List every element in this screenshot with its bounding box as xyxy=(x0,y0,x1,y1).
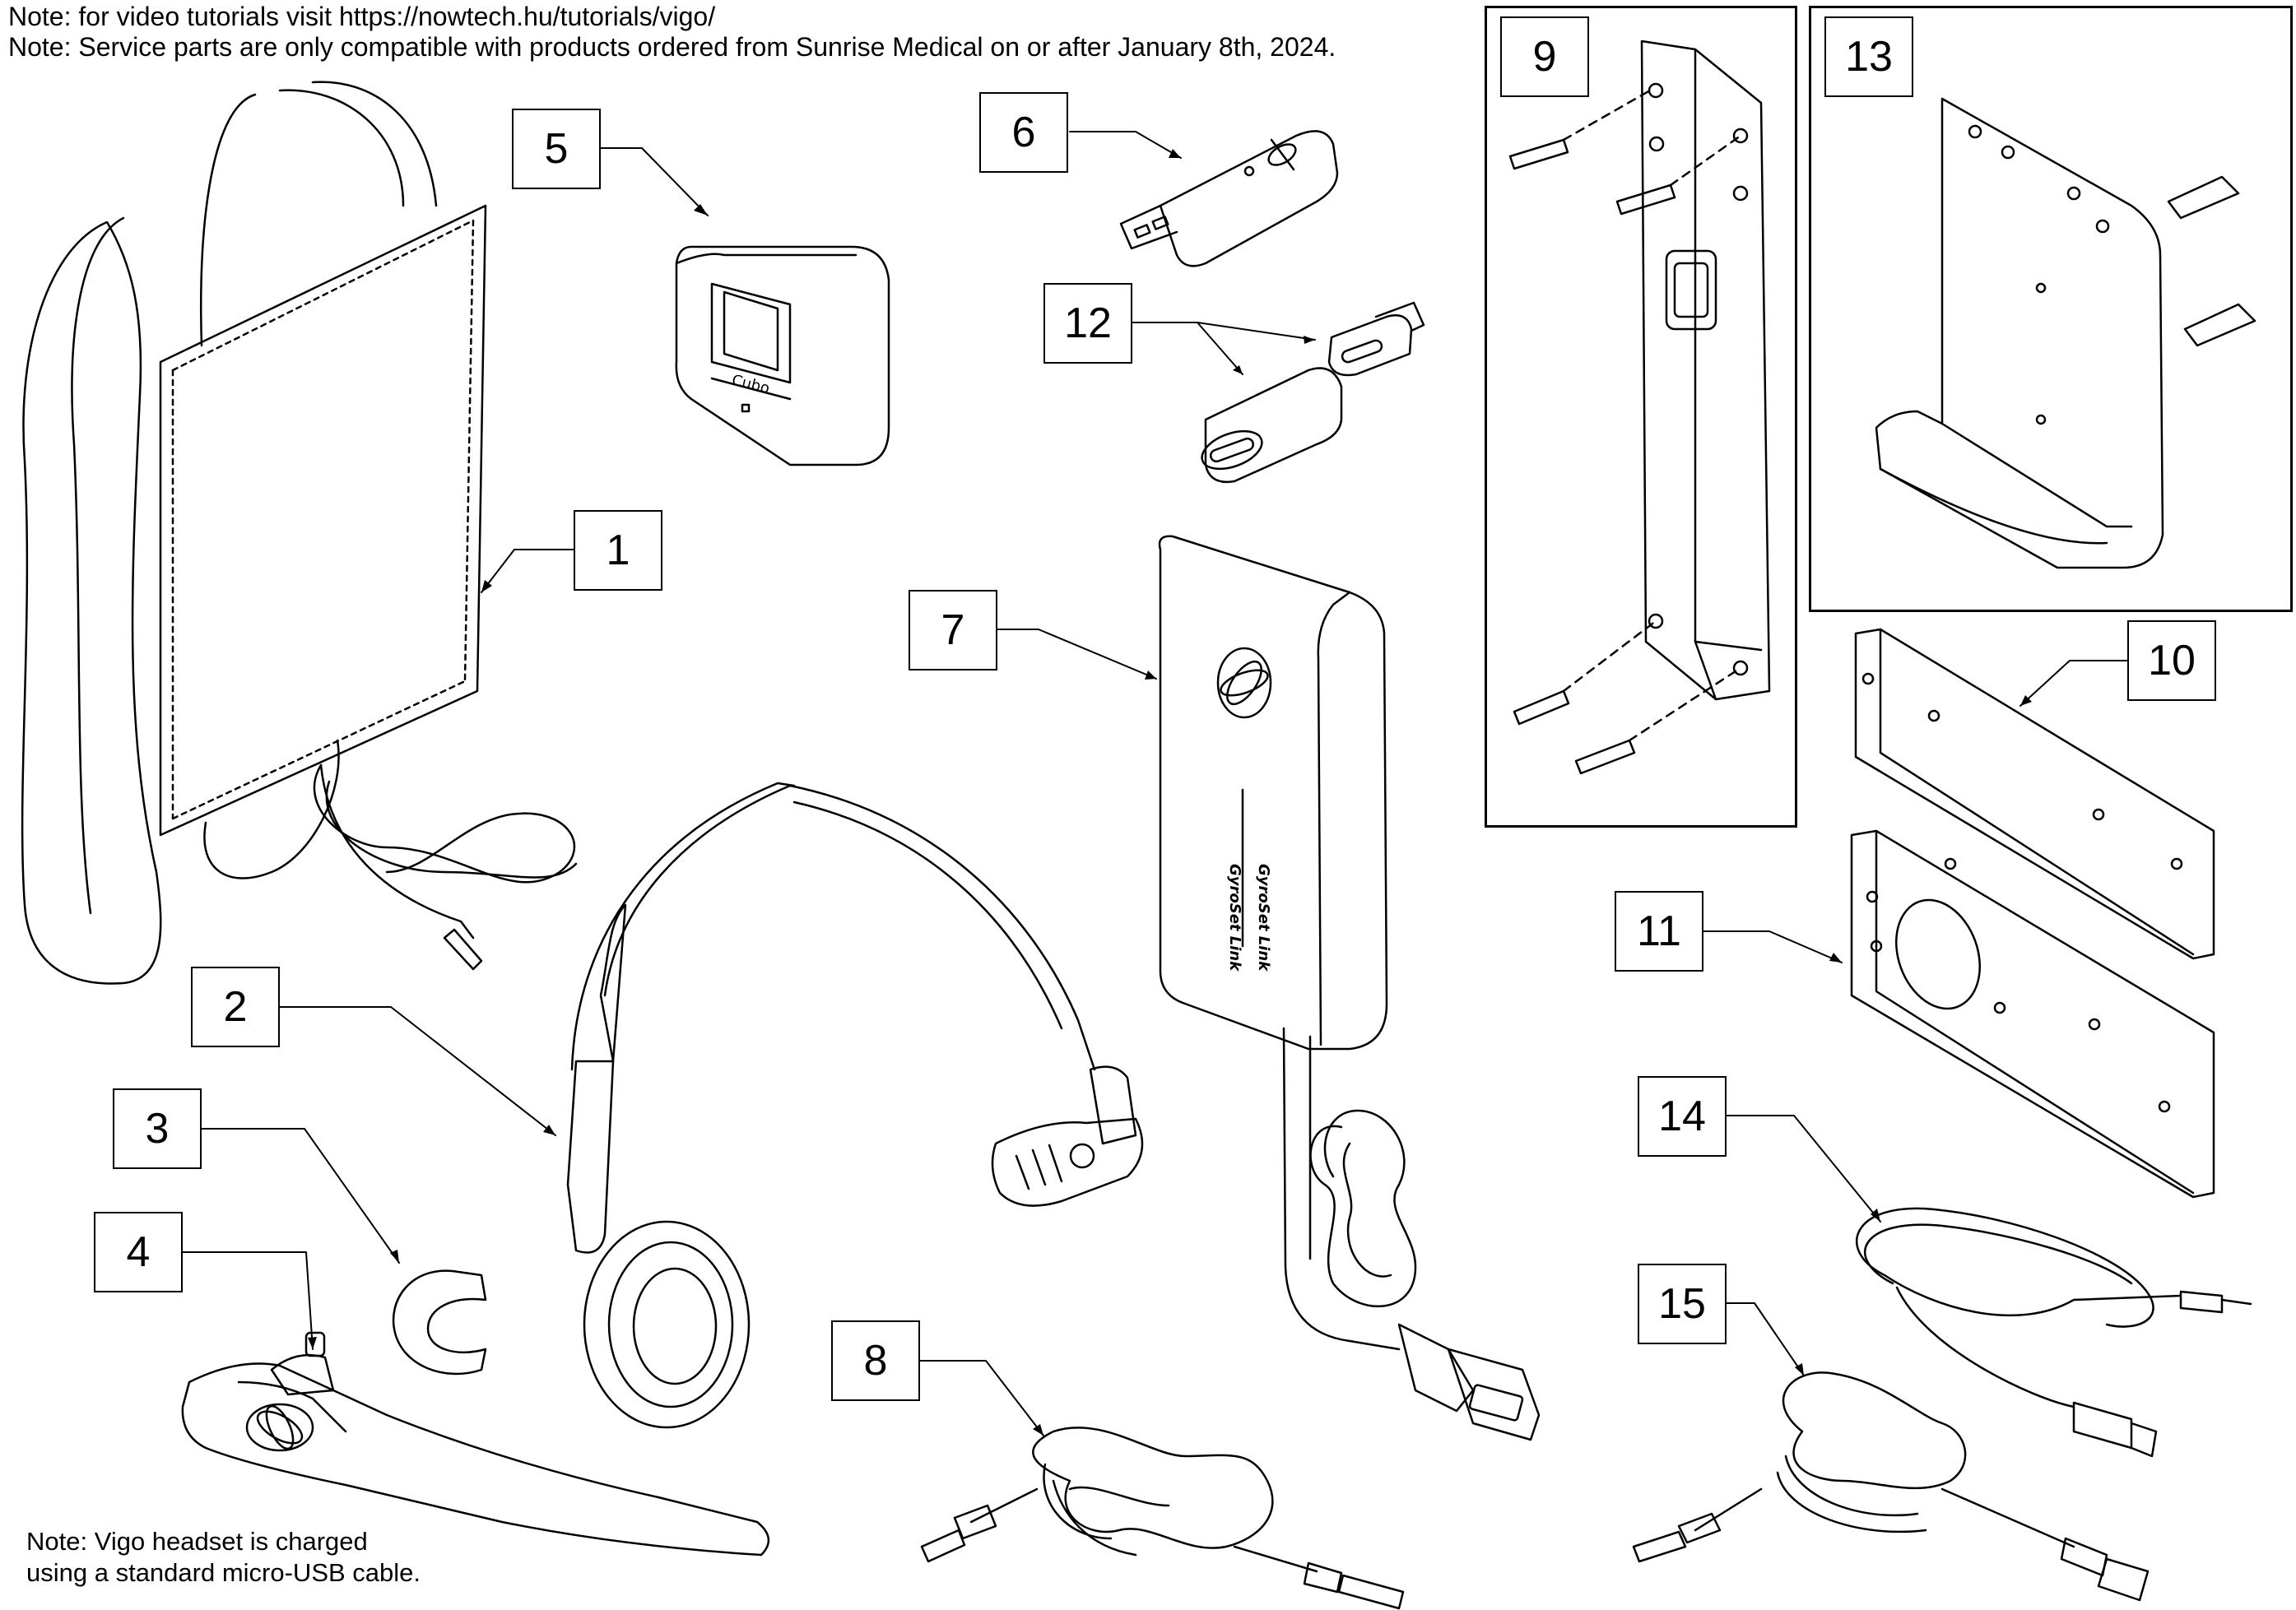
leader-8 xyxy=(919,1360,1044,1436)
callout-9: 9 xyxy=(1500,16,1589,97)
link-label-2: GyroSet Link xyxy=(1255,864,1272,972)
part-9-frame xyxy=(1485,6,1797,828)
callout-1: 1 xyxy=(574,510,662,591)
leader-arrowheads xyxy=(308,149,2032,1436)
callout-12: 12 xyxy=(1043,283,1132,364)
callout-6: 6 xyxy=(979,92,1068,173)
callout-13: 13 xyxy=(1824,16,1913,97)
part-13-l-bracket xyxy=(1875,97,2256,569)
part-14-audio-cable xyxy=(1856,1207,2252,1458)
part-12-usb-adapter xyxy=(1201,301,1425,484)
leader-11 xyxy=(1703,930,1843,963)
part-8-usb-c-cable xyxy=(920,1427,1405,1610)
part-2-headset xyxy=(566,782,1144,1429)
part-4-earpiece xyxy=(181,1331,769,1557)
callout-10: 10 xyxy=(2127,620,2216,701)
part-6-usb-dongle xyxy=(1119,130,1339,267)
part-10-plate xyxy=(1854,628,2215,960)
leader-12a xyxy=(1131,322,1316,341)
leader-6 xyxy=(1069,131,1182,159)
callout-14: 14 xyxy=(1638,1076,1727,1157)
leader-3 xyxy=(201,1128,400,1264)
leader-1 xyxy=(481,549,574,593)
callout-15: 15 xyxy=(1638,1264,1727,1344)
callout-11: 11 xyxy=(1615,891,1703,972)
callout-2: 2 xyxy=(191,967,280,1047)
leader-lines xyxy=(182,131,2128,1436)
callout-3: 3 xyxy=(113,1088,202,1169)
note-charging-line2: using a standard micro-USB cable. xyxy=(26,1558,421,1587)
leader-2 xyxy=(279,1006,556,1136)
leader-10 xyxy=(2019,660,2128,707)
part-15-usb-cable xyxy=(1632,1371,2150,1602)
part-11-plate xyxy=(1850,829,2215,1199)
note-charging-line1: Note: Vigo headset is charged xyxy=(26,1527,368,1556)
part-3-ear-cushion xyxy=(392,1269,487,1376)
leader-12b xyxy=(1197,322,1243,375)
callout-5: 5 xyxy=(512,109,601,189)
note-compatibility: Note: Service parts are only compatible … xyxy=(8,32,1336,62)
callout-7: 7 xyxy=(909,590,997,670)
callout-8: 8 xyxy=(831,1320,920,1401)
part-1-headrest-pad xyxy=(21,81,578,985)
link-label-1: GyroSet Link xyxy=(1226,864,1243,972)
leader-4 xyxy=(182,1251,314,1350)
leader-7 xyxy=(997,629,1157,680)
leader-14 xyxy=(1726,1115,1881,1223)
note-video-tutorials: Note: for video tutorials visit https://… xyxy=(8,2,716,31)
part-13-frame xyxy=(1809,6,2293,612)
leader-15 xyxy=(1726,1302,1805,1376)
part-7-gyroset-link: GyroSet Link GyroSet Link xyxy=(1158,535,1541,1441)
part-9-mounting-plate xyxy=(1508,39,1771,775)
callout-4: 4 xyxy=(94,1212,183,1292)
part-5-charger: Cubo xyxy=(675,245,890,466)
